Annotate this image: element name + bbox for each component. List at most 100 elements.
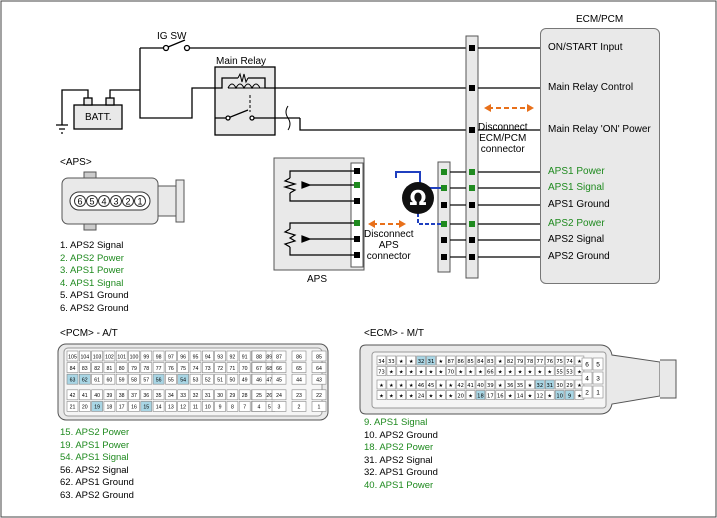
ecm-pin-cell bbox=[525, 390, 535, 400]
battery-box bbox=[73, 104, 123, 130]
ecm-pin-cell bbox=[554, 366, 565, 376]
pcm-pin-number: 24 bbox=[276, 393, 282, 399]
ecm-pin-label: ON/START Input bbox=[548, 42, 623, 53]
ecm-pin-cell bbox=[505, 390, 515, 400]
pcm-pin-number: 11 bbox=[193, 405, 198, 411]
ecm-pin-cell bbox=[485, 390, 496, 400]
pcm-pin-cell bbox=[202, 373, 214, 385]
pin-description: 40. APS1 Power bbox=[364, 479, 434, 491]
pcm-pin-cell bbox=[238, 401, 251, 412]
pcm-pin-cell bbox=[177, 401, 189, 412]
pcm-pin-number: 47 bbox=[266, 378, 272, 384]
pcm-pin-number: 96 bbox=[180, 354, 186, 360]
ecm-pin-number: 36 bbox=[507, 383, 514, 389]
pcm-pin-number: 28 bbox=[242, 393, 248, 399]
pcm-pin-cell bbox=[66, 389, 79, 401]
ecm-pin-number: 34 bbox=[378, 359, 385, 365]
ecm-pin-cell bbox=[465, 366, 476, 376]
pcm-pin-cell bbox=[271, 350, 287, 362]
pcm-pin-number: 51 bbox=[217, 378, 223, 384]
pcm-pin-cell bbox=[271, 401, 287, 412]
ecm-pin-number: 24 bbox=[418, 393, 425, 399]
ecm-pin-number: ★ bbox=[518, 369, 523, 375]
pcm-pin-number: 105 bbox=[68, 354, 77, 360]
ecm-pin-number: ★ bbox=[577, 383, 582, 389]
pcm-pin-number: 13 bbox=[168, 405, 174, 411]
aps-pin-number: 1 bbox=[137, 197, 142, 207]
ecm-pin-label: Main Relay Control bbox=[548, 82, 634, 93]
ecm-pin-cell bbox=[515, 379, 525, 390]
ecm-pin-number: 70 bbox=[447, 369, 454, 375]
ecm-connector-strip bbox=[465, 35, 479, 279]
ecm-pin-number: ★ bbox=[577, 393, 582, 399]
ecm-pin-cell bbox=[386, 366, 397, 376]
pcm-pin-cell bbox=[238, 373, 251, 385]
ecm-pin-label: APS1 Power bbox=[548, 166, 605, 177]
pcm-pin-cell bbox=[140, 373, 153, 385]
ecm-pin-cell bbox=[416, 390, 426, 400]
ecm-pin-cell bbox=[376, 366, 387, 376]
pcm-pin-number: 101 bbox=[117, 354, 126, 360]
ecm-pin-cell bbox=[485, 379, 496, 390]
ecm-pin-number: 35 bbox=[517, 383, 524, 389]
ecm-pin-cell bbox=[525, 379, 535, 390]
ecm-pin-cell bbox=[485, 355, 496, 366]
battery-label: BATT. bbox=[85, 112, 112, 123]
ecm-pin-cell bbox=[525, 366, 535, 376]
pcm-pin-cell bbox=[251, 350, 267, 362]
pcm-pin-cell bbox=[91, 373, 103, 385]
pcm-pin-number: 77 bbox=[156, 366, 162, 372]
ecm-pin-number: ★ bbox=[478, 369, 483, 375]
ecm-pin-cell bbox=[515, 366, 525, 376]
pin-description: 10. APS2 Ground bbox=[364, 429, 438, 441]
ecm-pin-number: 16 bbox=[497, 393, 504, 399]
ecm-pin-number: 85 bbox=[467, 359, 474, 365]
pcm-pin-number: 22 bbox=[316, 393, 322, 399]
aps-pin bbox=[86, 195, 98, 207]
ecm-pin-label: APS2 Ground bbox=[548, 251, 610, 262]
pin-description: 18. APS2 Power bbox=[364, 442, 434, 454]
ecm-pin-cell bbox=[426, 355, 436, 366]
ecm-pin-cell bbox=[574, 379, 585, 390]
ecm-pin-number: ★ bbox=[399, 369, 404, 375]
ecm-pin-cell bbox=[465, 390, 476, 400]
pcm-pin-number: 91 bbox=[242, 354, 248, 360]
pcm-pin-number: 87 bbox=[276, 354, 282, 360]
pcm-pin-cell bbox=[202, 389, 214, 401]
pcm-pin-number: 61 bbox=[94, 378, 100, 384]
pin-description: 56. APS2 Signal bbox=[60, 464, 129, 476]
pcm-pin-cell bbox=[202, 362, 214, 373]
pcm-pin-number: 12 bbox=[180, 405, 186, 411]
ecm-pin-cell bbox=[396, 355, 406, 366]
ecm-pin-cell bbox=[535, 355, 545, 366]
ecm-pin-number: 31 bbox=[546, 383, 553, 389]
pcm-pin-cell bbox=[128, 362, 140, 373]
pcm-pin-cell bbox=[103, 362, 116, 373]
pcm-pin-number: 30 bbox=[217, 393, 223, 399]
pcm-pin-cell bbox=[238, 350, 251, 362]
pcm-pin-cell bbox=[91, 401, 103, 412]
aps-connector-strip bbox=[437, 161, 451, 273]
pcm-pin-cell bbox=[79, 389, 91, 401]
disconnect-ecm-label: Disconnect ECM/PCM connector bbox=[478, 122, 528, 155]
ecm-pin-cell bbox=[436, 379, 446, 390]
pcm-pin-cell bbox=[140, 362, 153, 373]
pcm-pin-cell bbox=[103, 373, 116, 385]
ecm-pin-number: ★ bbox=[399, 359, 404, 365]
pcm-pin-number: 86 bbox=[296, 354, 302, 360]
top-wiring bbox=[56, 39, 470, 136]
pcm-pin-cell bbox=[140, 401, 153, 412]
ecm-pin-number: 39 bbox=[487, 383, 494, 389]
ecm-pin-number: 82 bbox=[507, 359, 514, 365]
ecm-pin-number: 84 bbox=[477, 359, 484, 365]
pcm-pin-cell bbox=[202, 350, 214, 362]
pcm-pin-cell bbox=[226, 362, 239, 373]
pin-description: 9. APS1 Signal bbox=[364, 417, 428, 428]
pcm-pin-number: 38 bbox=[119, 393, 125, 399]
ecm-pin-number: ★ bbox=[439, 383, 444, 389]
pcm-pin-cell bbox=[115, 350, 128, 362]
ecm-pin-number: 41 bbox=[467, 383, 474, 389]
pcm-pin-number: 14 bbox=[156, 405, 162, 411]
ecm-pin-cell bbox=[554, 379, 565, 390]
ecm-pin-cell bbox=[505, 379, 515, 390]
